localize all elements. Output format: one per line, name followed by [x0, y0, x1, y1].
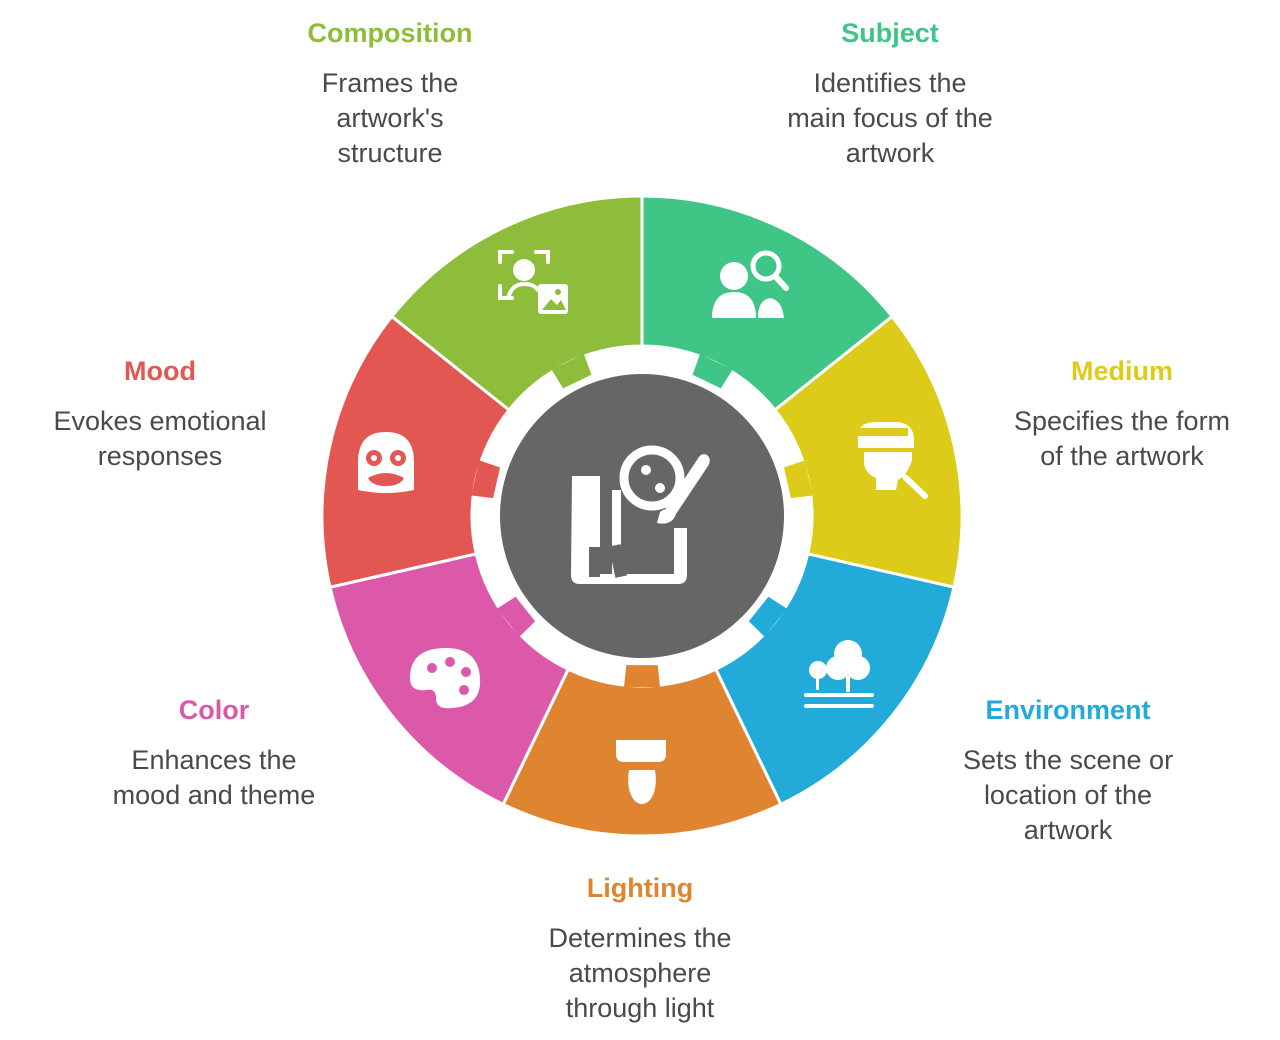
environment-desc-line: location of the: [983, 780, 1153, 810]
color-desc-line: mood and theme: [112, 780, 316, 810]
connector-composition: [551, 354, 592, 389]
label-composition: Composition Frames the artwork's structu…: [308, 16, 473, 171]
trees-landscape-icon: [804, 640, 874, 708]
composition-desc-line: Frames the: [321, 68, 459, 98]
lighting-desc-line: Determines the: [548, 923, 732, 953]
person-search-icon: [712, 250, 789, 318]
connector-environment: [748, 596, 787, 637]
composition-description: Frames the artwork's structure: [308, 66, 473, 171]
label-environment: Environment Sets the scene or location o…: [963, 693, 1173, 848]
medium-title: Medium: [1070, 356, 1173, 386]
mood-desc-line: responses: [97, 441, 223, 471]
composition-desc-line: structure: [337, 138, 443, 168]
subject-desc-line: artwork: [845, 138, 935, 168]
connector-subject: [692, 354, 733, 389]
medium-desc-line: Specifies the form: [1013, 406, 1231, 436]
head-brush-icon: [858, 422, 928, 499]
subject-description: Identifies the main focus of the artwork: [787, 66, 993, 171]
connector-mood: [471, 460, 501, 499]
color-title: Color: [178, 695, 250, 725]
label-lighting: Lighting Determines the atmosphere throu…: [548, 871, 731, 1026]
segment-medium: [772, 314, 964, 590]
lighting-desc-line: through light: [565, 993, 715, 1023]
medium-desc-line: of the artwork: [1040, 441, 1204, 471]
environment-desc-line: artwork: [1023, 815, 1113, 845]
lighting-desc-line: atmosphere: [568, 958, 712, 988]
medium-description: Specifies the form of the artwork: [1014, 404, 1230, 474]
environment-title: Environment: [985, 695, 1151, 725]
lighting-description: Determines the atmosphere through light: [548, 921, 731, 1026]
center-hub: [500, 374, 784, 658]
connector-lighting: [624, 665, 660, 688]
label-subject: Subject Identifies the main focus of the…: [787, 16, 993, 171]
segment-mood: [320, 314, 512, 590]
wheel-segments: [320, 194, 964, 838]
lighting-title: Lighting: [586, 873, 694, 903]
environment-desc-line: Sets the scene or: [962, 745, 1174, 775]
composition-desc-line: artwork's: [336, 103, 444, 133]
lamp-icon: [616, 740, 666, 804]
subject-desc-line: Identifies the: [813, 68, 967, 98]
label-mood: Mood Evokes emotional responses: [53, 354, 266, 474]
art-tools-icon: [571, 445, 710, 584]
mood-desc-line: Evokes emotional: [53, 406, 267, 436]
subject-desc-line: main focus of the: [787, 103, 993, 133]
composition-title: Composition: [307, 18, 473, 48]
palette-icon: [410, 648, 481, 709]
mask-face-icon: [358, 432, 414, 493]
connector-color: [497, 596, 536, 637]
label-medium: Medium Specifies the form of the artwork: [1014, 354, 1230, 474]
mood-description: Evokes emotional responses: [53, 404, 266, 474]
connector-medium: [783, 460, 813, 499]
frame-image-icon: [498, 250, 568, 314]
color-description: Enhances the mood and theme: [113, 743, 316, 813]
mood-title: Mood: [124, 356, 196, 386]
environment-description: Sets the scene or location of the artwor…: [963, 743, 1173, 848]
label-color: Color Enhances the mood and theme: [113, 693, 316, 813]
color-desc-line: Enhances the: [131, 745, 297, 775]
subject-title: Subject: [841, 18, 939, 48]
